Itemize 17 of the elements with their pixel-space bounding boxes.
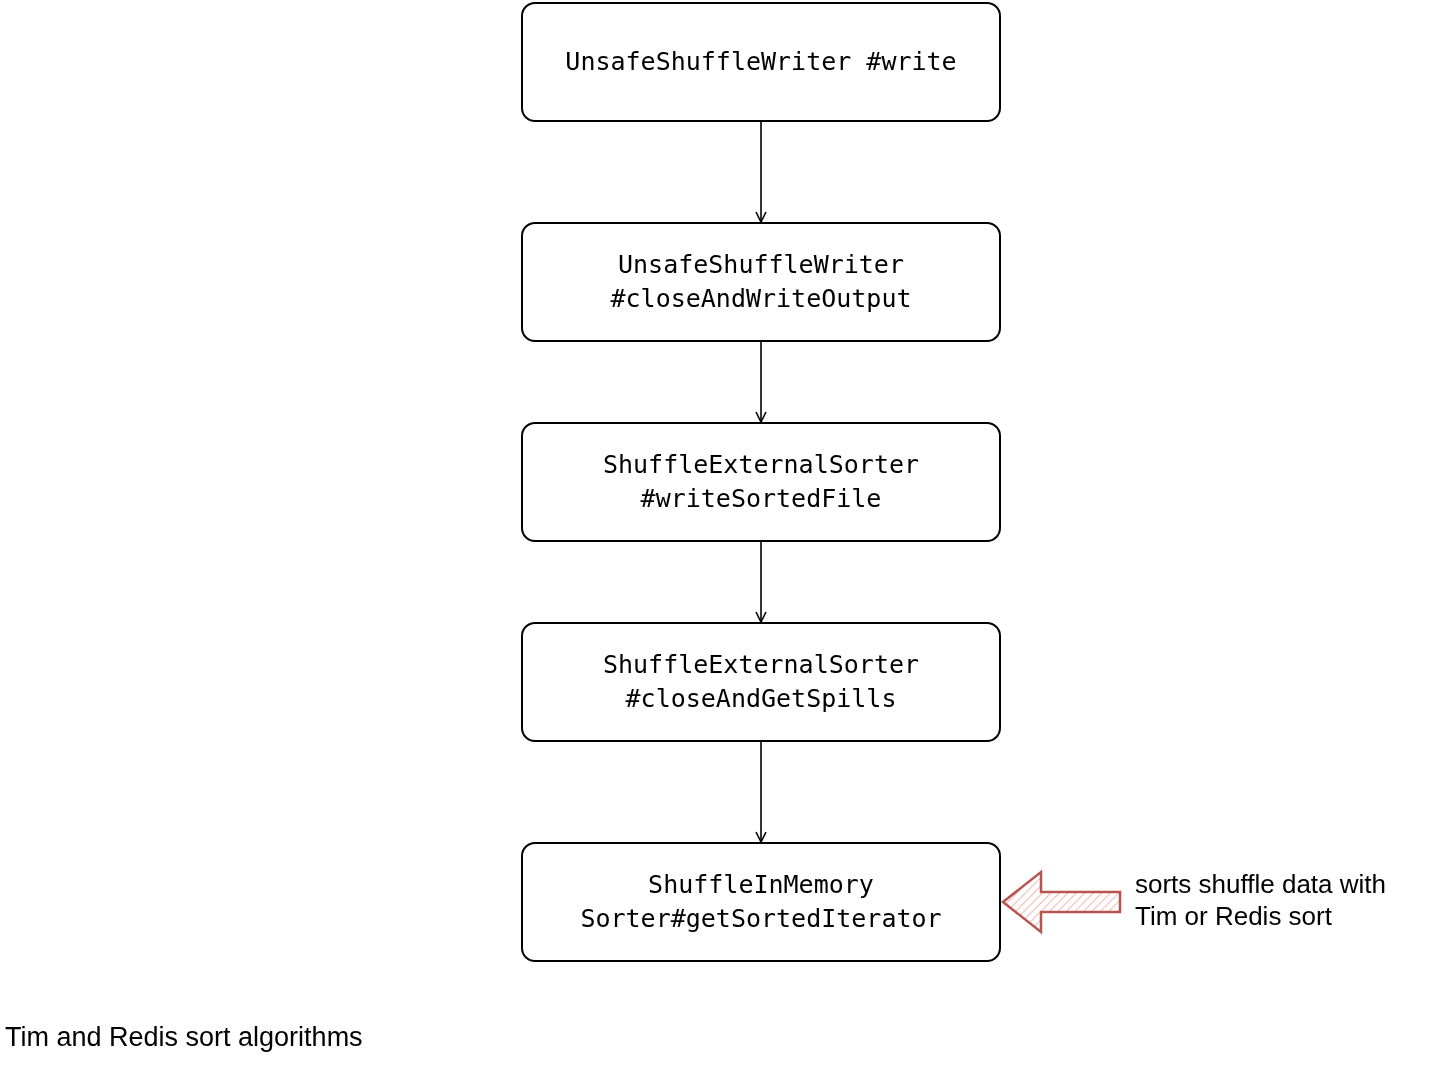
arrow: [755, 741, 767, 843]
method-name: UnsafeShuffleWriter #write: [565, 46, 957, 78]
method-name: ShuffleExternalSorter #closeAndGetSpills: [601, 649, 921, 715]
caption: Tim and Redis sort algorithms: [5, 1022, 363, 1053]
method-name: UnsafeShuffleWriter #closeAndWriteOutput: [609, 249, 913, 315]
process-box: [521, 842, 1001, 962]
note-text: sorts shuffle data with Tim or Redis sort: [1135, 860, 1435, 940]
process-box: [521, 2, 1001, 122]
block-arrow: [1001, 869, 1122, 935]
process-box: [521, 422, 1001, 542]
process-box: [521, 222, 1001, 342]
method-name: ShuffleInMemory Sorter#getSortedIterator: [579, 869, 943, 935]
arrow: [755, 341, 767, 423]
arrow: [755, 541, 767, 623]
arrow: [755, 121, 767, 223]
method-name: ShuffleExternalSorter #writeSortedFile: [601, 449, 921, 515]
process-box: [521, 622, 1001, 742]
